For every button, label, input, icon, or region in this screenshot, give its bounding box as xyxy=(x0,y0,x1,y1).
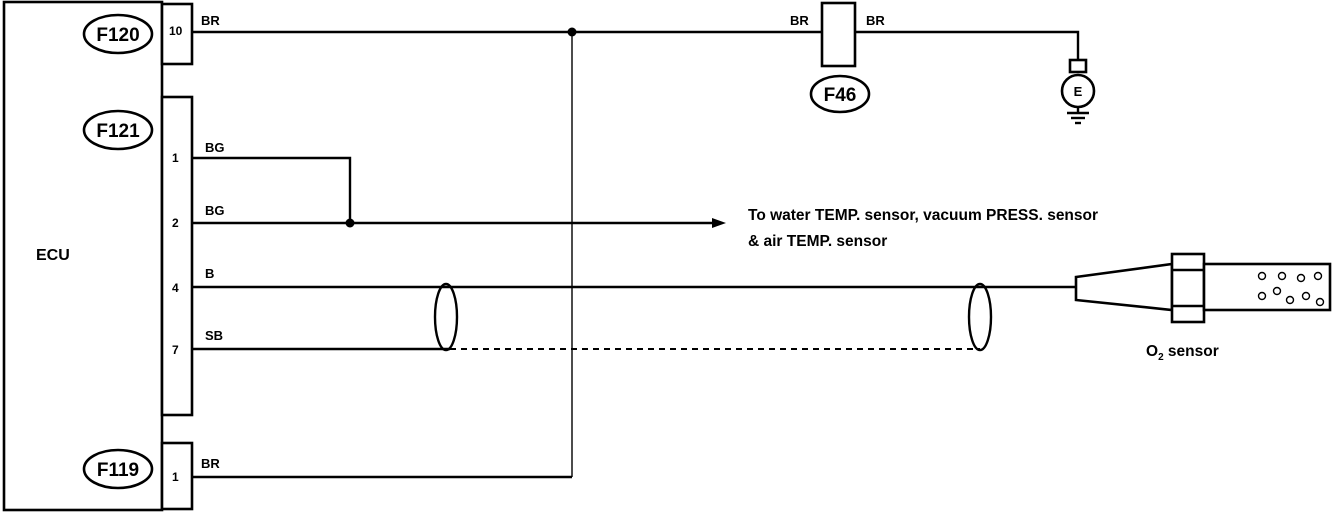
pin-f121-2: 2 xyxy=(172,216,179,230)
pin-f119-1: 1 xyxy=(172,470,179,484)
connector-f120-oval xyxy=(82,13,154,55)
o2-sensor-label-o: O xyxy=(1146,343,1158,360)
ground-terminal xyxy=(1068,58,1088,74)
wire-label-bg: BG xyxy=(205,203,225,218)
o2-sensor-hole xyxy=(1296,273,1306,283)
pin-f120-10: 10 xyxy=(169,24,183,38)
connector-f46: F46 xyxy=(809,1,871,114)
connector-f120-body xyxy=(160,2,194,66)
o2-sensor-hole xyxy=(1257,271,1267,281)
o2-sensor-hole xyxy=(1315,297,1325,307)
connector-f121-label: F121 xyxy=(96,121,140,142)
connector-f46-label: F46 xyxy=(824,85,857,106)
o2-sensor-hole xyxy=(1272,286,1282,296)
connector-f119-body xyxy=(160,441,194,511)
o2-sensor-cone xyxy=(1074,262,1174,312)
wire-label-br: BR xyxy=(790,13,809,28)
wire-label-b: B xyxy=(205,266,214,281)
o2-sensor: O2 sensor xyxy=(1074,252,1332,363)
connector-f121: F121 xyxy=(82,109,154,151)
connector-f120: F120 xyxy=(82,13,154,55)
shield-ellipse-right xyxy=(967,282,993,352)
wire-br-to-ground xyxy=(855,30,1080,60)
junction-dot xyxy=(345,218,355,228)
wire-bg-pin1 xyxy=(192,156,352,223)
connector-f121-oval xyxy=(82,109,154,151)
o2-sensor-hex xyxy=(1170,252,1206,324)
ground-label: E xyxy=(1074,84,1083,99)
o2-sensor-hole xyxy=(1313,271,1323,281)
wire-label-bg: BG xyxy=(205,140,225,155)
junction-dot xyxy=(567,27,577,37)
ecu-block: ECU xyxy=(2,0,164,512)
arrow-note-line1: To water TEMP. sensor, vacuum PRESS. sen… xyxy=(748,207,1098,224)
connector-f46-oval xyxy=(809,74,871,114)
o2-sensor-label: O2 sensor xyxy=(1146,343,1219,363)
o2-sensor-label-subscript: 2 xyxy=(1158,352,1164,363)
o2-sensor-hole xyxy=(1301,291,1311,301)
o2-sensor-hole xyxy=(1257,291,1267,301)
o2-sensor-hole xyxy=(1285,295,1295,305)
wire-label-sb: SB xyxy=(205,328,223,343)
ground-symbol: E xyxy=(1060,58,1096,125)
pin-f121-4: 4 xyxy=(172,281,179,295)
arrow-head xyxy=(712,218,726,228)
connector-f119-oval xyxy=(82,448,154,490)
connector-f119: F119 xyxy=(82,448,154,490)
wire-label-br: BR xyxy=(201,13,220,28)
pin-f121-1: 1 xyxy=(172,151,179,165)
wire-label-br: BR xyxy=(866,13,885,28)
connector-f46-body xyxy=(820,1,857,68)
connector-f120-label: F120 xyxy=(96,25,139,46)
o2-sensor-hole xyxy=(1277,271,1287,281)
shield-ellipse-left xyxy=(433,282,459,352)
connector-f119-label: F119 xyxy=(97,460,139,481)
o2-sensor-tip xyxy=(1202,262,1332,312)
o2-sensor-label-suffix: sensor xyxy=(1164,343,1219,360)
ecu-box xyxy=(2,0,164,512)
wire-label-br: BR xyxy=(201,456,220,471)
pin-f121-7: 7 xyxy=(172,343,179,357)
arrow-note-line2: & air TEMP. sensor xyxy=(748,233,887,250)
connector-f121-body xyxy=(160,95,194,417)
ecu-label: ECU xyxy=(36,247,70,264)
